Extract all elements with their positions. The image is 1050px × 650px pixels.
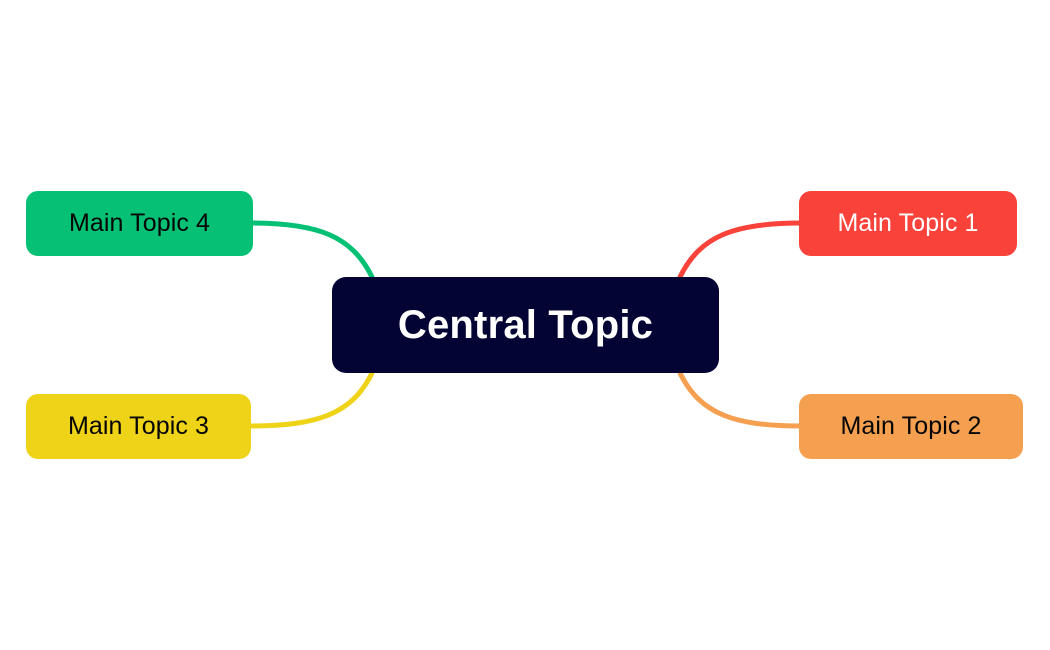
branch-node-topic-3[interactable]: Main Topic 3	[26, 394, 251, 459]
connector-topic-3	[246, 370, 375, 429]
branch-label-topic-3: Main Topic 3	[67, 412, 210, 440]
connector-topic-1	[677, 220, 804, 280]
branch-node-topic-1[interactable]: Main Topic 1	[799, 191, 1017, 256]
connector-topic-4	[248, 220, 375, 280]
branch-node-topic-4[interactable]: Main Topic 4	[26, 191, 253, 256]
central-topic-node[interactable]: Central Topic	[332, 277, 719, 373]
branch-label-topic-1: Main Topic 1	[837, 209, 979, 237]
connector-topic-2	[677, 370, 804, 429]
branch-node-topic-2[interactable]: Main Topic 2	[799, 394, 1023, 459]
branch-label-topic-2: Main Topic 2	[840, 412, 982, 440]
central-topic-label: Central Topic	[397, 303, 654, 347]
branch-label-topic-4: Main Topic 4	[68, 209, 211, 237]
